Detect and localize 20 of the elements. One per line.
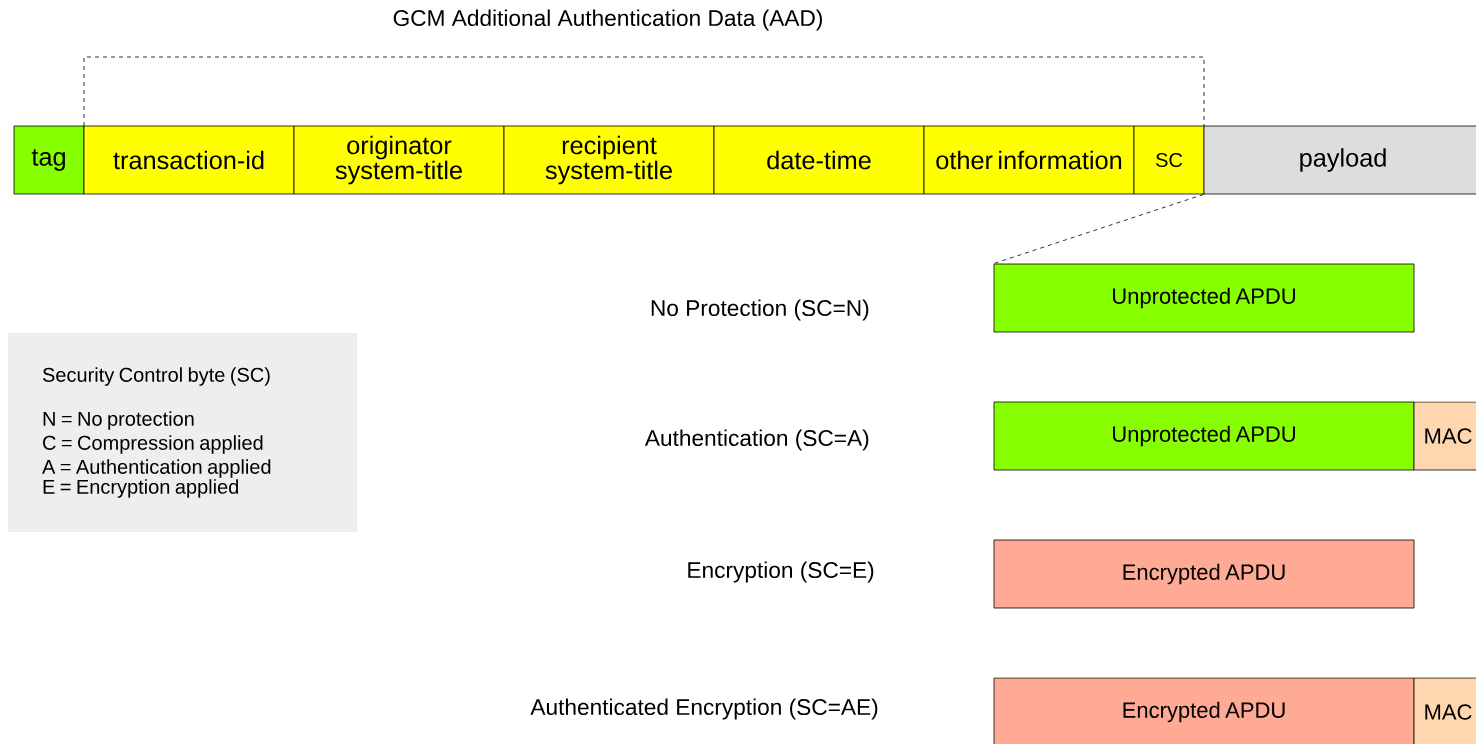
- mode-label: No Protection (SC=N): [651, 299, 869, 321]
- title: GCM Additional Authentication Data (AAD): [393, 9, 822, 31]
- mac-box: MAC: [1413, 677, 1476, 744]
- mac-box: MAC: [1413, 401, 1476, 471]
- apdu-box: Unprotected APDU: [993, 263, 1415, 333]
- field-cell: payload: [1203, 125, 1476, 195]
- mode-label: Authentication (SC=A): [644, 429, 869, 451]
- field-cell: SC: [1133, 125, 1205, 195]
- mode-label: Authenticated Encryption (SC=AE): [530, 698, 878, 720]
- apdu-box: Encrypted APDU: [993, 677, 1415, 744]
- dashed-line: [993, 194, 1204, 264]
- apdu-box: Encrypted APDU: [993, 539, 1415, 609]
- field-cell: originator system-title: [293, 125, 505, 195]
- legend-panel: Security Control byte (SC) N = No protection C = Compression applied A = Authentication applied E = Encryption applied: [8, 333, 357, 532]
- apdu-box: Unprotected APDU: [993, 401, 1415, 471]
- field-cell: transaction-id: [83, 125, 295, 195]
- mode-label: Encryption (SC=E): [688, 561, 874, 583]
- field-cell: recipient system-title: [503, 125, 715, 195]
- field-cell: date-time: [713, 125, 925, 195]
- field-cell: tag: [13, 125, 85, 195]
